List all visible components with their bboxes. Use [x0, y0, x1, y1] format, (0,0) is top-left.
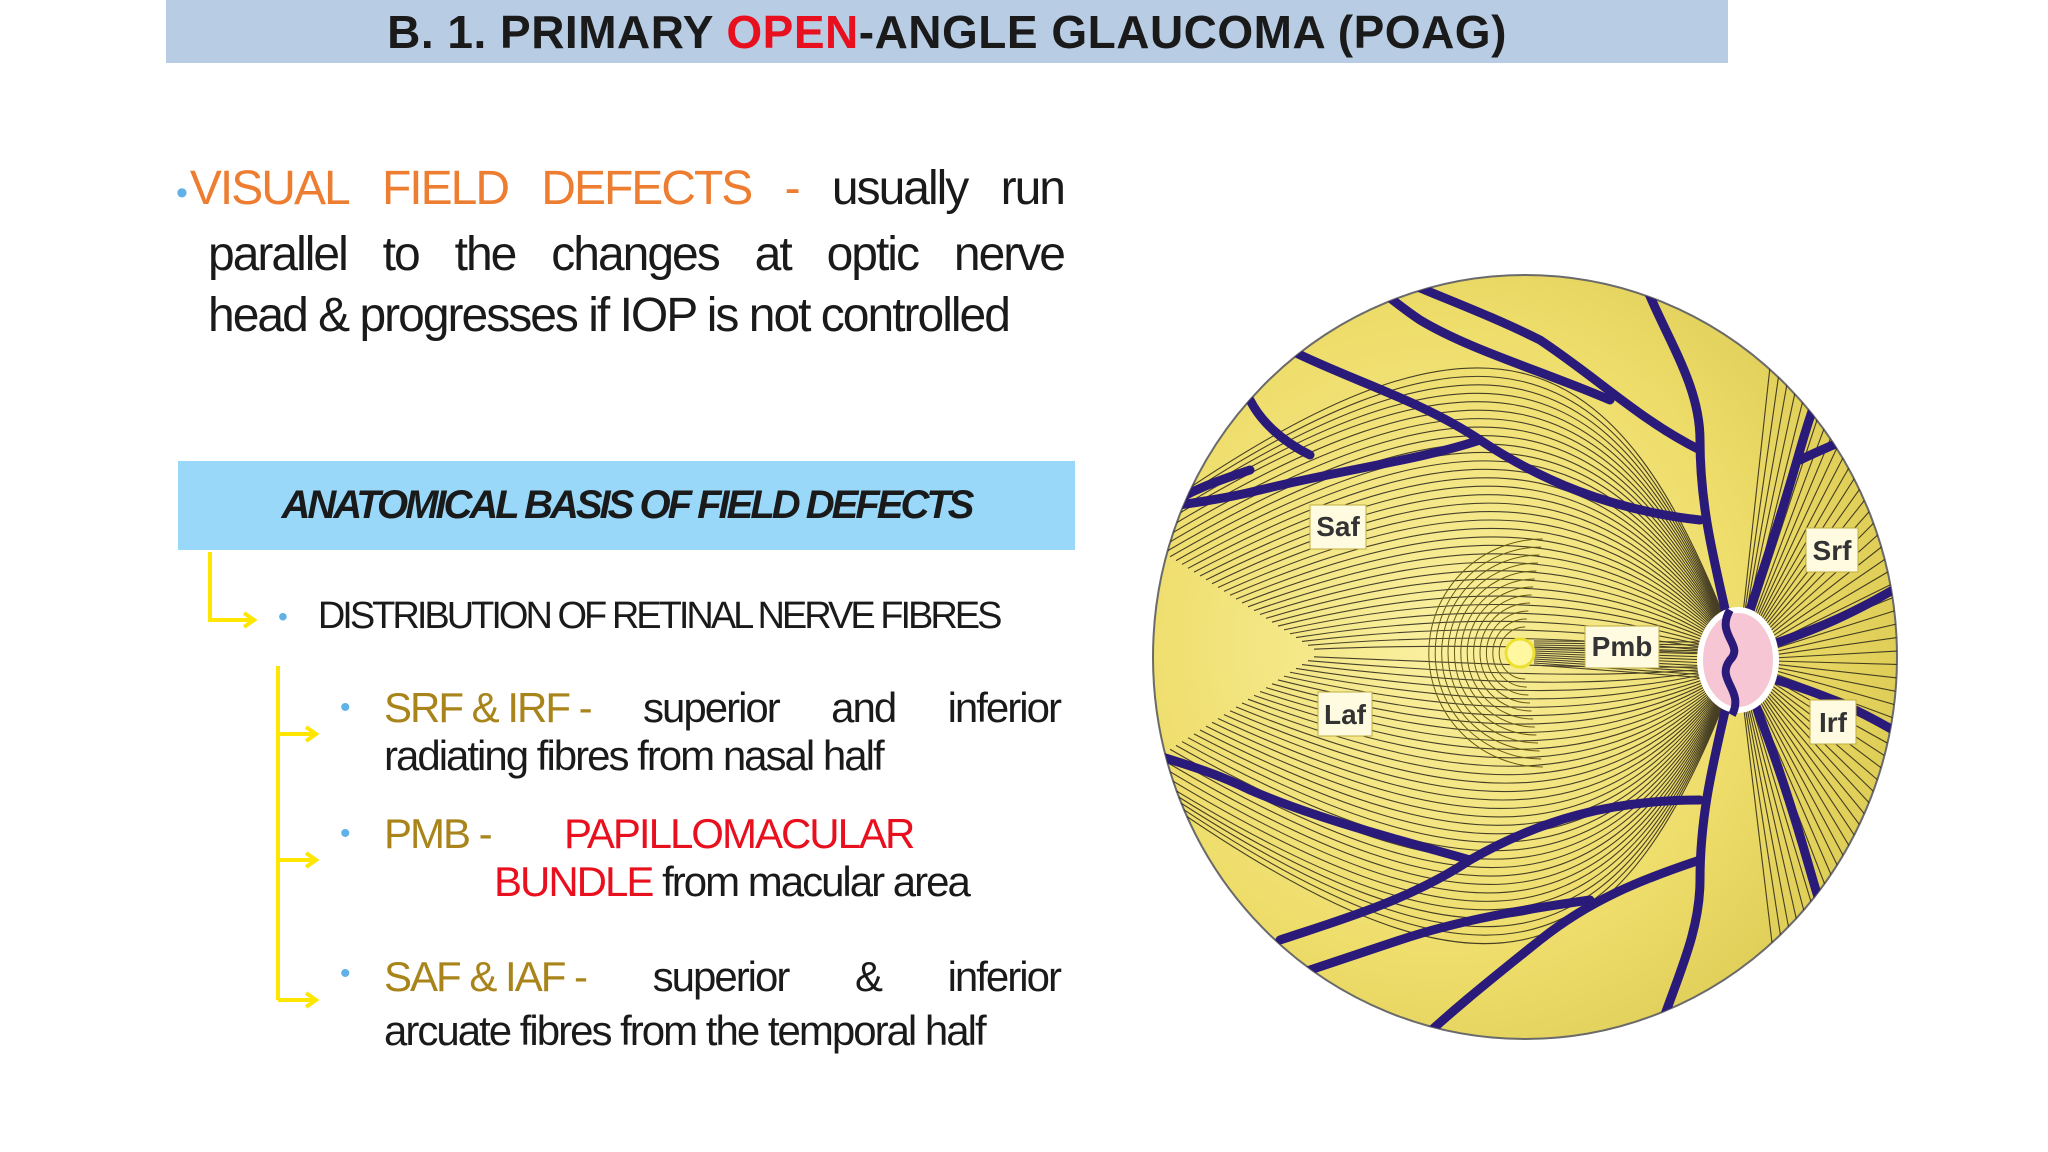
intro-word: usually — [831, 162, 969, 215]
intro-line-1: •VISUAL FIELD DEFECTS - usually run — [176, 158, 1066, 224]
item-description: from macular area — [662, 858, 971, 905]
intro-word: parallel — [208, 228, 349, 281]
intro-term-word: VISUAL — [189, 162, 351, 215]
title-suffix: -ANGLE GLAUCOMA (POAG) — [858, 5, 1507, 58]
list-item-pmb: • PMB - PAPILLOMACULAR BUNDLE from macul… — [340, 810, 1060, 906]
item-word: superior — [652, 953, 791, 1000]
list-item-srf-irf: • SRF & IRF - superior and inferior radi… — [340, 684, 1062, 780]
intro-word: nerve — [953, 228, 1066, 281]
bracket-connector — [276, 666, 320, 1009]
intro-word: changes — [551, 228, 720, 281]
intro-paragraph: •VISUAL FIELD DEFECTS - usually run para… — [176, 158, 1066, 346]
item-line: radiating fibres from nasal half — [340, 732, 1060, 780]
intro-line-3-text: head & progresses if IOP is not controll… — [208, 289, 1011, 342]
item-highlight: BUNDLE — [494, 858, 654, 905]
section-heading: ANATOMICAL BASIS OF FIELD DEFECTS — [281, 483, 975, 527]
item-line: BUNDLE from macular area — [340, 858, 1060, 906]
item-term: SRF & IRF - — [384, 684, 593, 731]
item-description: arcuate fibres from the temporal half — [384, 1007, 987, 1054]
intro-word: to — [382, 228, 421, 281]
item-word: inferior — [947, 684, 1062, 731]
intro-word: the — [454, 228, 518, 281]
bullet-icon: • — [340, 817, 351, 850]
item-line: SRF & IRF - superior and inferior — [340, 684, 1062, 732]
label-pmb-text: Pmb — [1592, 631, 1653, 662]
item-word: inferior — [947, 953, 1062, 1000]
bullet-icon: • — [340, 691, 351, 724]
item-term: SAF & IAF - — [384, 953, 588, 1000]
label-pmb: Pmb — [1584, 625, 1660, 669]
arrow-icon — [208, 552, 258, 629]
item-word: and — [831, 684, 897, 731]
slide-title: B. 1. PRIMARY OPEN-ANGLE GLAUCOMA (POAG) — [387, 5, 1507, 59]
bullet-icon: • — [340, 957, 351, 990]
label-irf: Irf — [1809, 699, 1857, 745]
title-highlight: OPEN — [726, 5, 859, 58]
intro-word: run — [1000, 162, 1066, 215]
intro-term-word: FIELD — [381, 162, 510, 215]
item-line: arcuate fibres from the temporal half — [340, 1004, 1060, 1058]
macula-arcs — [1428, 538, 1543, 768]
section-heading-bar: ANATOMICAL BASIS OF FIELD DEFECTS — [178, 461, 1075, 550]
intro-term-dash: - — [784, 162, 801, 215]
item-line: SAF & IAF - superior & inferior — [340, 950, 1062, 1004]
intro-line-2: parallel to the changes at optic nerve — [176, 224, 1066, 285]
item-line: PMB - PAPILLOMACULAR — [340, 810, 1060, 858]
intro-word: at — [754, 228, 793, 281]
item-description: radiating fibres from nasal half — [384, 732, 885, 779]
item-word: & — [854, 953, 883, 1000]
item-highlight: PAPILLOMACULAR — [564, 810, 915, 857]
intro-word: optic — [826, 228, 920, 281]
bullet-icon: • — [176, 174, 188, 212]
title-bar: B. 1. PRIMARY OPEN-ANGLE GLAUCOMA (POAG) — [166, 0, 1728, 63]
title-prefix: B. 1. PRIMARY — [387, 5, 727, 58]
label-irf-text: Irf — [1819, 707, 1848, 738]
label-laf: Laf — [1317, 691, 1373, 737]
optic-disc-vessel — [1721, 607, 1740, 717]
item-term: PMB - — [384, 810, 493, 857]
label-saf: Saf — [1309, 504, 1367, 550]
retinal-fibre-diagram: Saf Laf Pmb Srf Irf — [1152, 274, 1898, 1040]
intro-line-3: head & progresses if IOP is not controll… — [176, 285, 1064, 346]
intro-term: •VISUAL — [176, 158, 351, 224]
list-item-saf-iaf: • SAF & IAF - superior & inferior arcuat… — [340, 950, 1062, 1058]
item-word: superior — [643, 684, 781, 731]
intro-term-word: DEFECTS — [541, 162, 753, 215]
label-srf-text: Srf — [1813, 535, 1853, 566]
label-srf: Srf — [1805, 527, 1859, 573]
connector-arrows — [208, 552, 320, 1009]
bullet-icon: • — [278, 600, 288, 632]
label-laf-text: Laf — [1324, 699, 1367, 730]
fovea — [1504, 637, 1536, 669]
distribution-text: DISTRIBUTION OF RETINAL NERVE FIBRES — [317, 595, 1003, 637]
label-saf-text: Saf — [1316, 511, 1360, 542]
distribution-bullet: • DISTRIBUTION OF RETINAL NERVE FIBRES — [278, 595, 1003, 638]
